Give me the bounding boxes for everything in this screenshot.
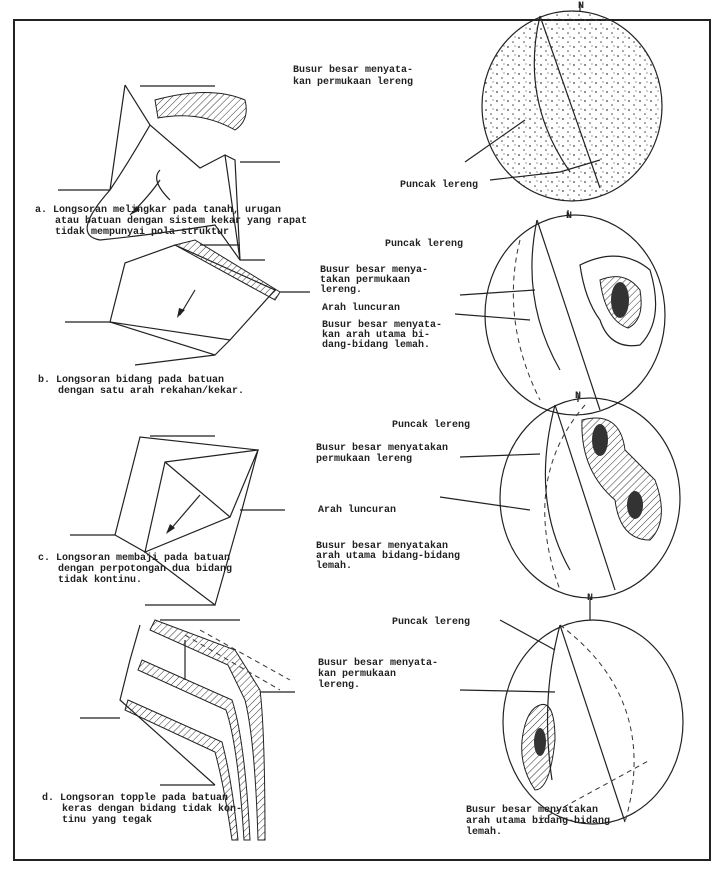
- panel-d-block-diagram: [80, 619, 295, 841]
- stereonet-b: N: [454, 210, 666, 416]
- north-label: N: [578, 1, 584, 12]
- label-c-slope-face: permukaan lereng: [316, 453, 412, 465]
- label-b-weak-planes: dang-bidang lemah.: [322, 339, 430, 351]
- label-d-slope-crest: Puncak lereng: [392, 616, 470, 628]
- caption-a: a. Longsoran melingkar pada tanah, uruga…: [35, 204, 281, 216]
- label-b-slope-face: Busur besar menya-: [320, 264, 428, 276]
- caption-c: c. Longsoran membaji pada batuan: [38, 552, 230, 564]
- stereonet-d: N: [459, 593, 684, 825]
- caption-d: keras dengan bidang tidak kon-: [62, 803, 242, 815]
- stereonet-c: N: [439, 391, 681, 599]
- caption-a: tidak mempunyai pola struktur: [55, 226, 229, 238]
- caption-a: atau batuan dengan sistem kekar yang rap…: [55, 215, 307, 227]
- stereonet-a: N: [464, 1, 663, 202]
- label-a-slope-face: Busur besar menyata-: [293, 64, 413, 76]
- label-d-weak-planes: lemah.: [466, 826, 502, 838]
- label-c-slope-face: Busur besar menyatakan: [316, 442, 448, 454]
- label-c-weak-planes: arah utama bidang-bidang: [316, 550, 460, 562]
- figure-frame: [13, 19, 711, 861]
- caption-c: tidak kontinu.: [58, 574, 142, 586]
- caption-d: tinu yang tegak: [62, 814, 152, 826]
- label-d-slope-face: Busur besar menyata-: [318, 657, 438, 669]
- label-b-weak-planes: kan arah utama bi-: [322, 329, 430, 341]
- caption-b: b. Longsoran bidang pada batuan: [38, 374, 224, 386]
- label-c-slide-direction: Arah luncuran: [318, 504, 396, 516]
- label-a-slope-crest: Puncak lereng: [400, 179, 478, 191]
- north-label: N: [587, 593, 593, 604]
- label-c-weak-planes: Busur besar menyatakan: [316, 540, 448, 552]
- panel-a-block-diagram: [58, 84, 280, 261]
- north-label: N: [566, 211, 572, 222]
- label-a-slope-face: kan permukaan lereng: [293, 76, 413, 88]
- label-c-weak-planes: lemah.: [316, 560, 352, 572]
- label-d-weak-planes: arah utama bidang-bidang: [466, 815, 610, 827]
- caption-c: dengan perpotongan dua bidang: [58, 563, 232, 575]
- caption-d: d. Longsoran topple pada batuan: [42, 792, 228, 804]
- label-d-weak-planes: Busur besar menyatakan: [466, 804, 598, 816]
- label-b-slope-face: takan permukaan: [320, 274, 410, 286]
- label-c-slope-crest: Puncak lereng: [392, 419, 470, 431]
- label-d-slope-face: lereng.: [318, 679, 360, 691]
- north-label: N: [575, 391, 581, 402]
- panel-b-block-diagram: [65, 239, 310, 366]
- label-b-slope-face: lereng.: [320, 284, 362, 296]
- label-b-slope-crest: Puncak lereng: [385, 238, 463, 250]
- caption-b: dengan satu arah rekahan/kekar.: [58, 385, 244, 397]
- panel-c-block-diagram: [70, 435, 285, 607]
- label-b-weak-planes: Busur besar menyata-: [322, 319, 442, 331]
- label-b-slide-direction: Arah luncuran: [322, 302, 400, 314]
- label-d-slope-face: kan permukaan: [318, 668, 396, 680]
